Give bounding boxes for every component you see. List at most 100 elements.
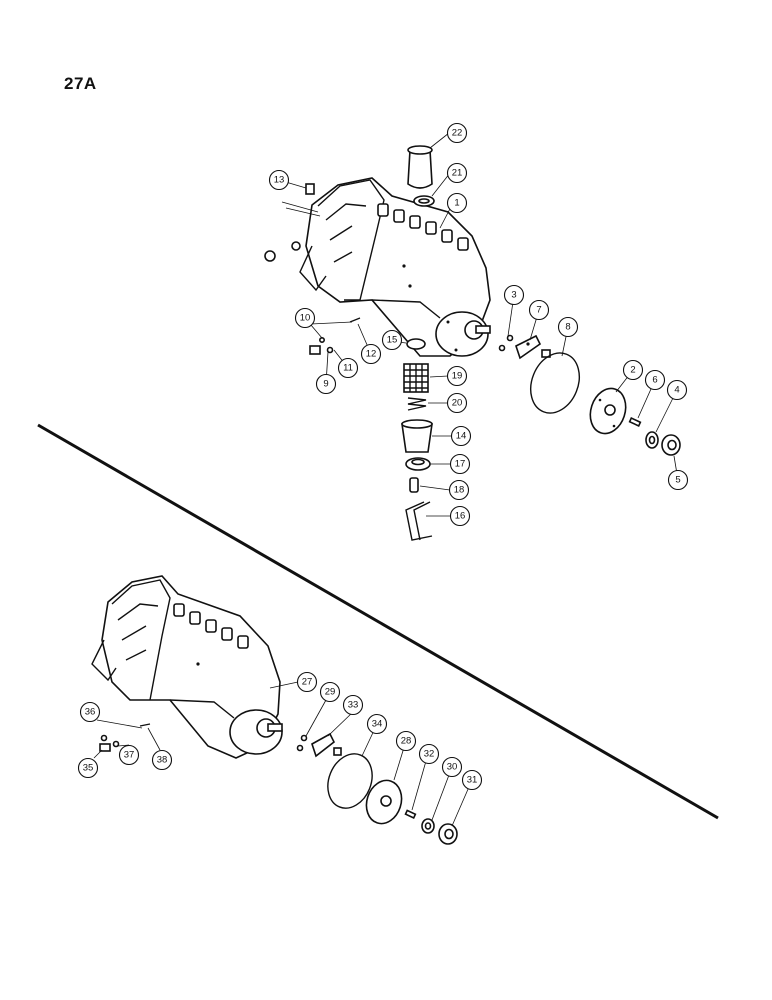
svg-text:27: 27 [302, 677, 313, 688]
svg-text:38: 38 [157, 755, 168, 766]
callout-34: 34 [366, 713, 388, 735]
callout-20: 20 [446, 392, 468, 414]
svg-text:17: 17 [455, 459, 466, 470]
svg-text:22: 22 [452, 128, 463, 139]
svg-text:5: 5 [675, 475, 680, 486]
callout-6: 6 [644, 369, 666, 391]
part-18-pin [409, 477, 419, 493]
callout-33: 33 [342, 694, 364, 716]
part-21-seal-ring [413, 195, 435, 207]
part-32-pin [404, 809, 417, 819]
svg-text:18: 18 [454, 485, 465, 496]
parts-9-12-linkage [309, 317, 361, 355]
callout-18: 18 [448, 479, 470, 501]
callout-35: 35 [77, 757, 99, 779]
callout-14: 14 [450, 425, 472, 447]
callout-28: 28 [395, 730, 417, 752]
svg-text:1: 1 [454, 198, 459, 209]
svg-text:19: 19 [452, 371, 463, 382]
svg-text:32: 32 [424, 749, 435, 760]
callout-16: 16 [449, 505, 471, 527]
callout-37: 37 [118, 744, 140, 766]
lower-delivery-valve-fittings [173, 603, 249, 649]
callout-5: 5 [667, 469, 689, 491]
part-3-pin [498, 334, 514, 352]
callout-19: 19 [446, 365, 468, 387]
upper-injection-pump [264, 177, 491, 357]
svg-text:16: 16 [455, 511, 466, 522]
callout-21: 21 [446, 162, 468, 184]
page-title: 27A [64, 74, 97, 93]
part-14-bowl [401, 419, 433, 453]
section-divider-line [37, 423, 719, 820]
svg-text:28: 28 [401, 736, 412, 747]
part-17-nut [405, 457, 431, 471]
part-20-spring [407, 397, 427, 411]
part-7-plate [515, 334, 551, 360]
svg-text:30: 30 [447, 762, 458, 773]
leader-lines [93, 132, 679, 827]
part-28-cover-plate [365, 779, 403, 825]
svg-text:2: 2 [630, 365, 635, 376]
callout-8: 8 [557, 316, 579, 338]
callout-29: 29 [319, 681, 341, 703]
svg-text:7: 7 [536, 305, 541, 316]
svg-text:33: 33 [348, 700, 359, 711]
callout-12: 12 [360, 343, 382, 365]
svg-text:14: 14 [456, 431, 467, 442]
callout-7: 7 [528, 299, 550, 321]
part-16-bail [405, 501, 433, 541]
part-31-nut [438, 823, 458, 845]
svg-text:6: 6 [652, 375, 657, 386]
part-22-cover [407, 145, 433, 189]
callout-38: 38 [151, 749, 173, 771]
delivery-valve-fittings [377, 203, 469, 251]
part-15-washer [406, 338, 426, 350]
callout-1: 1 [446, 192, 468, 214]
part-8-o-ring [530, 352, 580, 414]
svg-text:31: 31 [467, 775, 478, 786]
callout-13: 13 [268, 169, 290, 191]
lower-injection-pump [91, 575, 283, 759]
part-2-cover-plate [589, 387, 627, 435]
callout-10: 10 [294, 307, 316, 329]
svg-text:15: 15 [387, 335, 398, 346]
svg-text:13: 13 [274, 175, 285, 186]
part-34-o-ring [327, 753, 373, 809]
svg-text:21: 21 [452, 168, 463, 179]
svg-text:29: 29 [325, 687, 336, 698]
callout-36: 36 [79, 701, 101, 723]
part-5-nut [661, 434, 681, 456]
svg-text:11: 11 [343, 363, 353, 374]
part-30-washer [421, 818, 435, 834]
callout-30: 30 [441, 756, 463, 778]
callout-22: 22 [446, 122, 468, 144]
svg-text:8: 8 [565, 322, 570, 333]
svg-text:34: 34 [372, 719, 383, 730]
callout-15: 15 [381, 329, 403, 351]
parts-35-38-linkage [96, 719, 151, 752]
svg-text:35: 35 [83, 763, 94, 774]
part-6-pin [628, 417, 642, 427]
callout-11: 11 [337, 357, 359, 379]
svg-text:37: 37 [124, 750, 135, 761]
part-29-pin [296, 734, 308, 752]
svg-text:12: 12 [366, 349, 377, 360]
callout-2: 2 [622, 359, 644, 381]
callout-32: 32 [418, 743, 440, 765]
callout-27: 27 [296, 671, 318, 693]
part-4-washer [645, 431, 659, 449]
svg-text:4: 4 [674, 385, 679, 396]
svg-text:36: 36 [85, 707, 96, 718]
part-19-filter-element [403, 363, 429, 393]
svg-text:20: 20 [452, 398, 463, 409]
callout-4: 4 [666, 379, 688, 401]
callout-17: 17 [449, 453, 471, 475]
svg-text:9: 9 [323, 379, 328, 390]
svg-text:3: 3 [511, 290, 516, 301]
callout-9: 9 [315, 373, 337, 395]
part-33-plate [311, 732, 342, 758]
svg-text:10: 10 [300, 313, 311, 324]
callout-3: 3 [503, 284, 525, 306]
